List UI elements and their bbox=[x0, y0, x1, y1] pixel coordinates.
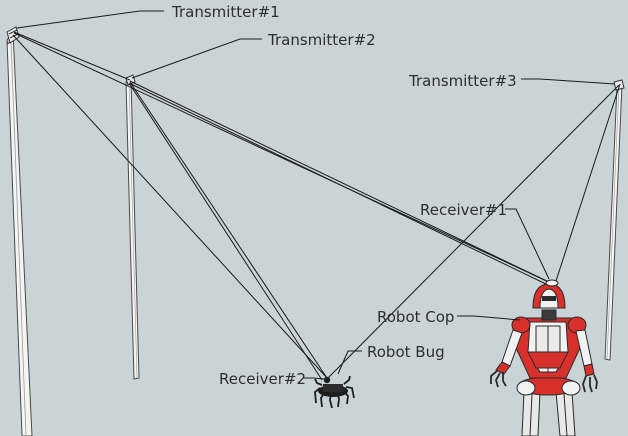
robot-cop-head bbox=[532, 283, 566, 309]
signal-t2-receiver-2 bbox=[129, 81, 328, 379]
label-robot-bug: Robot Bug bbox=[367, 343, 445, 361]
leader-receiver-1 bbox=[505, 208, 550, 280]
pole-transmitter-3 bbox=[604, 83, 623, 361]
leader-transmitter-3 bbox=[521, 78, 616, 85]
robot-cop bbox=[490, 279, 598, 436]
leader-receiver-2 bbox=[303, 377, 325, 380]
receiver-1-device bbox=[545, 279, 559, 287]
signal-t3-receiver-1 bbox=[554, 83, 621, 285]
pole-transmitter-2 bbox=[125, 79, 140, 380]
label-transmitter-1: Transmitter#1 bbox=[171, 3, 280, 21]
leader-robot-cop bbox=[457, 315, 521, 321]
robot-cop-left-arm bbox=[490, 329, 523, 388]
leader-transmitter-1 bbox=[16, 10, 164, 29]
leader-transmitter-2 bbox=[131, 38, 262, 79]
label-receiver-2: Receiver#2 bbox=[219, 370, 306, 388]
signal-t1-receiver-1 bbox=[13, 32, 554, 285]
leader-robot-bug bbox=[337, 350, 362, 375]
signal-t2-receiver-2b bbox=[128, 82, 323, 381]
callout-leaders bbox=[16, 10, 616, 380]
signal-t1-receiver-2 bbox=[12, 34, 328, 379]
signal-t2-receiver-1 bbox=[129, 80, 554, 285]
label-transmitter-3: Transmitter#3 bbox=[408, 72, 517, 90]
label-receiver-1: Receiver#1 bbox=[420, 201, 507, 219]
robot-cop-right-arm bbox=[575, 329, 598, 393]
signal-t2-receiver-1b bbox=[130, 83, 551, 287]
label-robot-cop: Robot Cop bbox=[377, 308, 454, 326]
robot-cop-legs bbox=[521, 391, 576, 436]
signal-t1-t2 bbox=[13, 31, 131, 81]
robot-bug bbox=[314, 375, 355, 409]
signal-t3-receiver-2 bbox=[327, 84, 620, 379]
label-transmitter-2: Transmitter#2 bbox=[267, 31, 376, 49]
pole-transmitter-1 bbox=[6, 30, 33, 436]
signal-lines bbox=[12, 31, 621, 381]
